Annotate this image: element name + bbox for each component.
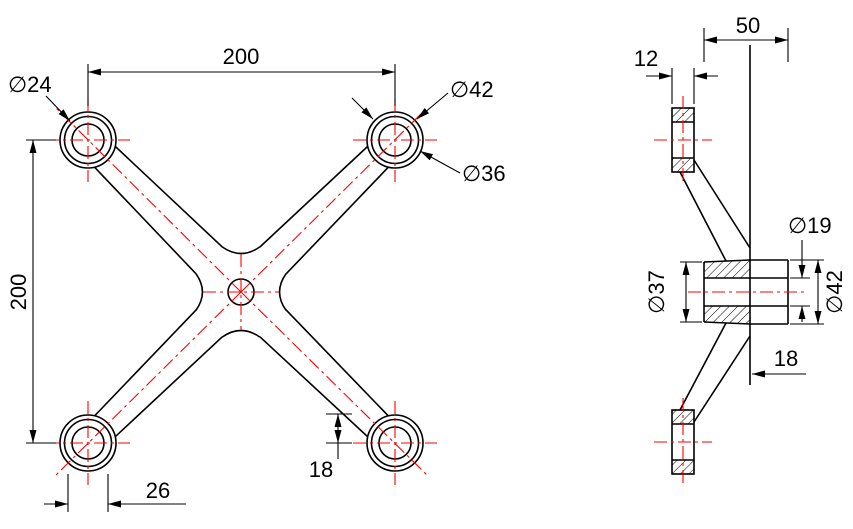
top-arm-front-edge [679,171,727,262]
front-view: 200 200 ∅24 ∅42 ∅36 26 [6,44,506,512]
dim-boss-outer-dia-42: ∅42 [450,77,494,102]
side-hub-section [703,259,789,325]
side-dimensions: 50 12 ∅19 ∅42 ∅37 [634,13,847,378]
bottom-arm-front-edge [679,322,727,411]
dim-cylinder-42: ∅42 [822,270,847,314]
dim-width-200: 200 [223,44,260,69]
dim-slot-26: 26 [146,478,170,503]
dim-height-200: 200 [6,274,31,311]
front-dimensions: 200 200 ∅24 ∅42 ∅36 26 [6,44,506,512]
hub-fillet-bottom [221,329,261,338]
bottom-arm-back-edge [693,335,751,423]
hub-fillet-top [221,246,261,255]
dim-hole-dia-24: ∅24 [8,72,52,97]
dim-depth-50: 50 [736,13,760,38]
front-centerlines [46,98,437,485]
dim-cone-37: ∅37 [644,270,669,314]
dim-arm-18: 18 [309,457,333,482]
side-view: 50 12 ∅19 ∅42 ∅37 [634,13,847,486]
dim-boss-mid-dia-36: ∅36 [462,161,506,186]
dim-plate-18: 18 [774,346,798,371]
hub-fillet-left [195,273,204,311]
dim-center-hole-19: ∅19 [788,213,832,238]
side-centerlines [654,96,804,486]
dim-arm-end-12: 12 [634,46,658,71]
top-arm-back-edge [693,159,751,249]
hub-fillet-right [278,273,287,311]
